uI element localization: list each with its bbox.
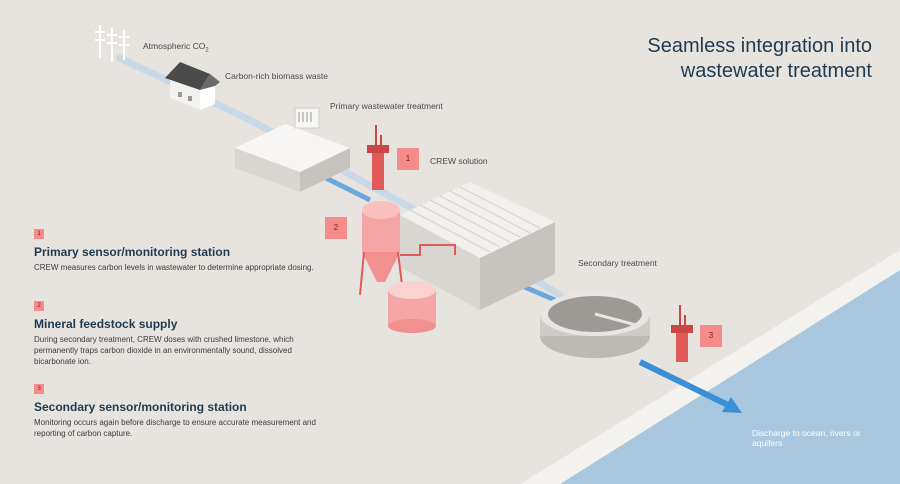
shoreline bbox=[520, 250, 900, 484]
label-atmospheric-text: Atmospheric CO bbox=[143, 41, 206, 51]
label-atmospheric-co2: Atmospheric CO2 bbox=[143, 41, 209, 56]
label-discharge: Discharge to ocean, rivers or aquifers bbox=[752, 428, 861, 448]
biomass-house bbox=[165, 62, 220, 110]
feedstock-silo bbox=[359, 201, 456, 296]
badge-1: 1 bbox=[397, 148, 419, 170]
label-atmospheric-subscript: 2 bbox=[205, 47, 209, 54]
sensor-station-3 bbox=[671, 305, 693, 362]
label-biomass: Carbon-rich biomass waste bbox=[225, 71, 328, 81]
label-crew-solution: CREW solution bbox=[430, 156, 488, 166]
sensor-station-1 bbox=[367, 125, 389, 190]
title-line-1: Seamless integration into bbox=[647, 35, 872, 57]
badge-2: 2 bbox=[325, 217, 347, 239]
legend-item-2: 2 Mineral feedstock supply During second… bbox=[34, 301, 334, 367]
page-title: Seamless integration into wastewater tre… bbox=[542, 34, 872, 84]
badge-3: 3 bbox=[700, 325, 722, 347]
legend-badge-3: 3 bbox=[34, 384, 44, 394]
primary-treatment-building bbox=[235, 107, 350, 192]
tree-group bbox=[95, 25, 129, 62]
discharge-arrowhead bbox=[722, 397, 742, 413]
title-line-2: wastewater treatment bbox=[680, 60, 872, 82]
legend-badge-1: 1 bbox=[34, 229, 44, 239]
feedstock-tank bbox=[388, 281, 436, 333]
legend-text-1: CREW measures carbon levels in wastewate… bbox=[34, 263, 314, 272]
label-primary-treatment: Primary wastewater treatment bbox=[330, 101, 443, 111]
legend-text-2: During secondary treatment, CREW doses w… bbox=[34, 335, 294, 366]
legend-title-1: Primary sensor/monitoring station bbox=[34, 245, 231, 259]
secondary-clarifier bbox=[540, 292, 650, 358]
legend-title-2: Mineral feedstock supply bbox=[34, 317, 178, 331]
flow-line bbox=[318, 172, 372, 203]
label-secondary-treatment: Secondary treatment bbox=[578, 258, 657, 268]
discharge-arrow bbox=[638, 359, 730, 408]
legend-badge-2: 2 bbox=[34, 301, 44, 311]
legend-text-3: Monitoring occurs again before discharge… bbox=[34, 418, 316, 438]
legend-item-3: 3 Secondary sensor/monitoring station Mo… bbox=[34, 384, 334, 439]
legend-title-3: Secondary sensor/monitoring station bbox=[34, 400, 247, 414]
aeration-building bbox=[400, 182, 555, 310]
legend-item-1: 1 Primary sensor/monitoring station CREW… bbox=[34, 229, 334, 273]
